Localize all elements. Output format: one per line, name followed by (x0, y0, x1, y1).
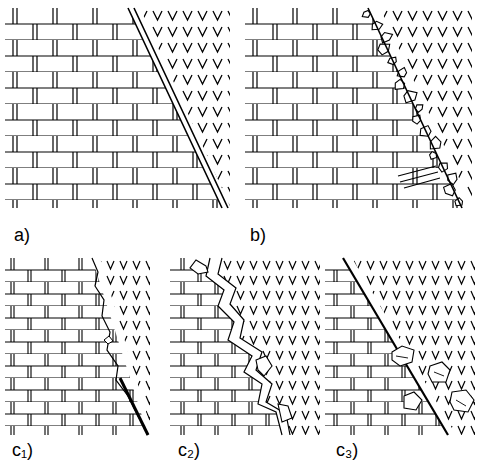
panel-label: b) (250, 226, 266, 244)
panel-label: a) (14, 226, 30, 244)
panel-label: c₁) (12, 441, 33, 459)
panel-label: c₃) (336, 441, 358, 459)
panel-label: c₂) (178, 441, 200, 459)
